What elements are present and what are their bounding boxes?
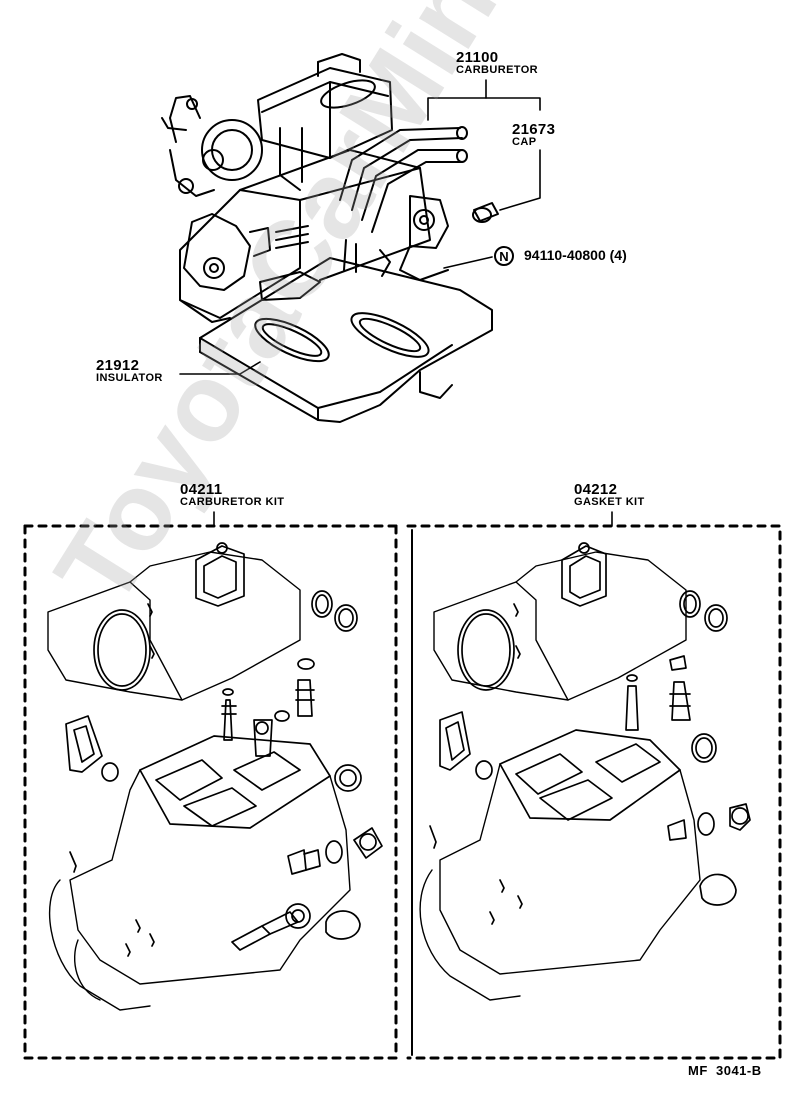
cap-part-name: CAP (512, 136, 537, 148)
insulator-part-number: 21912 (96, 357, 140, 374)
gasket-kit-part-number: 04212 (574, 481, 618, 498)
n-symbol-icon: N (494, 246, 514, 266)
carburetor-callout: 21100 CARBURETOR (456, 50, 538, 76)
figure-code: MF 3041-B (688, 1063, 762, 1078)
insulator-part-name: INSULATOR (96, 372, 163, 384)
carburetor-kit-callout: 04211 CARBURETOR KIT (180, 482, 284, 508)
gasket-kit-part-name: GASKET KIT (574, 496, 645, 508)
callout-leaders-top (179, 79, 541, 375)
carburetor-kit-parts-drawing (47, 542, 383, 1011)
gasket-kit-callout: 04212 GASKET KIT (574, 482, 645, 508)
gasket-kit-box (406, 524, 782, 1060)
cap-callout: 21673 CAP (512, 122, 555, 148)
carburetor-kit-part-number: 04211 (180, 481, 223, 498)
carburetor-kit-box (23, 524, 398, 1060)
carburetor-part-name: CARBURETOR (456, 64, 539, 76)
carburetor-kit-part-name: CARBURETOR KIT (180, 496, 285, 508)
gasket-kit-parts-drawing (419, 542, 751, 1001)
carburetor-part-number: 21100 (456, 49, 499, 66)
carburetor-assembly-drawing (161, 53, 499, 423)
insulator-callout: 21912 INSULATOR (96, 358, 163, 384)
bolt-part-number: 94110-40800 (4) (524, 247, 627, 263)
cap-part-number: 21673 (512, 121, 556, 138)
